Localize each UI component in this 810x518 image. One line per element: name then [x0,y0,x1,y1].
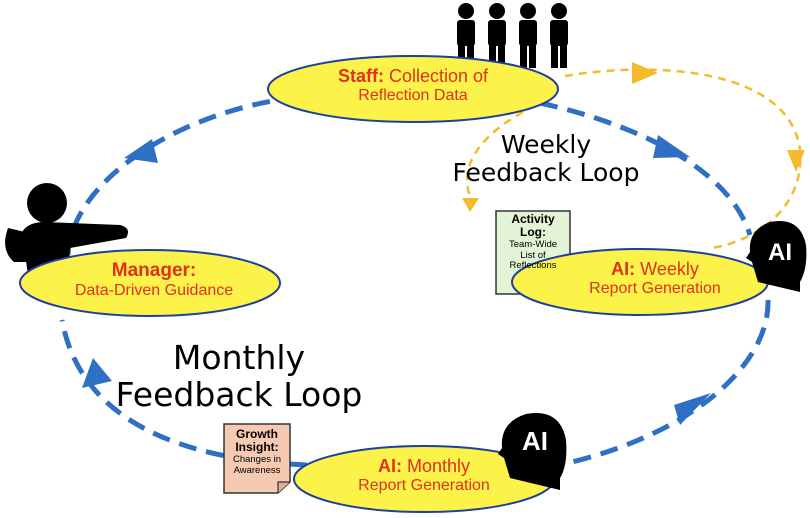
manager-node-ellipse [19,249,281,317]
growth-insight-body2: Awareness [233,464,281,476]
activity-log-body3: Reflections [509,260,557,272]
monthly-loop-label: Monthly Feedback Loop [96,338,382,414]
ai-weekly-node-label: AI: Weekly Report Generation [570,259,740,299]
activity-log-title2: Log: [520,225,546,240]
manager-node-line2: Data-Driven Guidance [74,282,234,300]
person-pointing-icon [5,183,128,275]
activity-log-title1: Activity [511,212,555,226]
growth-insight-body1: Changes in [232,453,282,465]
activity-log-text: Activity Log: Team-Wide List of Reflecti… [496,212,570,272]
arrowhead-monthly-to-manager [82,358,112,388]
staff-node-line1: Collection of [388,66,489,86]
ai-head-icon: AI [746,220,807,292]
weekly-loop-label-line2: Feedback Loop [452,158,640,187]
manager-node-label: Manager: Data-Driven Guidance [44,260,264,301]
manager-node-head: Manager: [111,260,197,281]
monthly-loop-label-line2: Feedback Loop [115,374,363,414]
people-group-icon [457,3,568,68]
staff-node-ellipse [267,55,559,123]
staff-node-line2: Reflection Data [358,87,468,105]
activity-log-body1: Team-Wide [508,238,558,250]
growth-insight-title2: Insight: [235,440,279,455]
ai-monthly-node-line2: Report Generation [358,477,490,495]
growth-insight-text: Growth Insight: Changes in Awareness [224,427,290,476]
ai-weekly-node-line2: Report Generation [589,280,721,298]
monthly-loop-label-line1: Monthly [172,338,306,377]
activity-log-body2: List of [520,249,546,261]
ai-weekly-node-head: AI: [611,259,636,279]
growth-insight-title1: Growth [236,427,278,441]
weekly-arrowhead-right [787,150,805,172]
ai-monthly-badge-label: AI [522,426,548,456]
weekly-arrowhead-left [462,198,479,212]
ai-weekly-node-line1: Weekly [640,259,699,279]
staff-node-label: Staff: Collection of Reflection Data [300,66,526,106]
weekly-loop-label: Weekly Feedback Loop [436,131,656,187]
growth-insight-document [223,423,291,494]
weekly-loop-arrowheads [462,62,805,212]
monthly-loop-arrowheads [82,135,711,425]
weekly-loop-label-line1: Weekly [500,130,592,159]
ai-monthly-node-line1: Monthly [406,456,471,476]
ai-weekly-badge-label: AI [768,239,792,266]
arrowhead-weekly-to-monthly [674,393,711,425]
staff-node-head: Staff: [337,66,384,86]
ai-head-icon: AI [498,413,567,490]
ai-monthly-node-head: AI: [377,456,402,476]
arrowhead-manager-to-staff [124,139,158,163]
ai-monthly-node-label: AI: Monthly Report Generation [334,456,514,496]
arrowhead-staff-to-weekly [653,135,690,158]
weekly-arrowhead-top [632,62,658,84]
